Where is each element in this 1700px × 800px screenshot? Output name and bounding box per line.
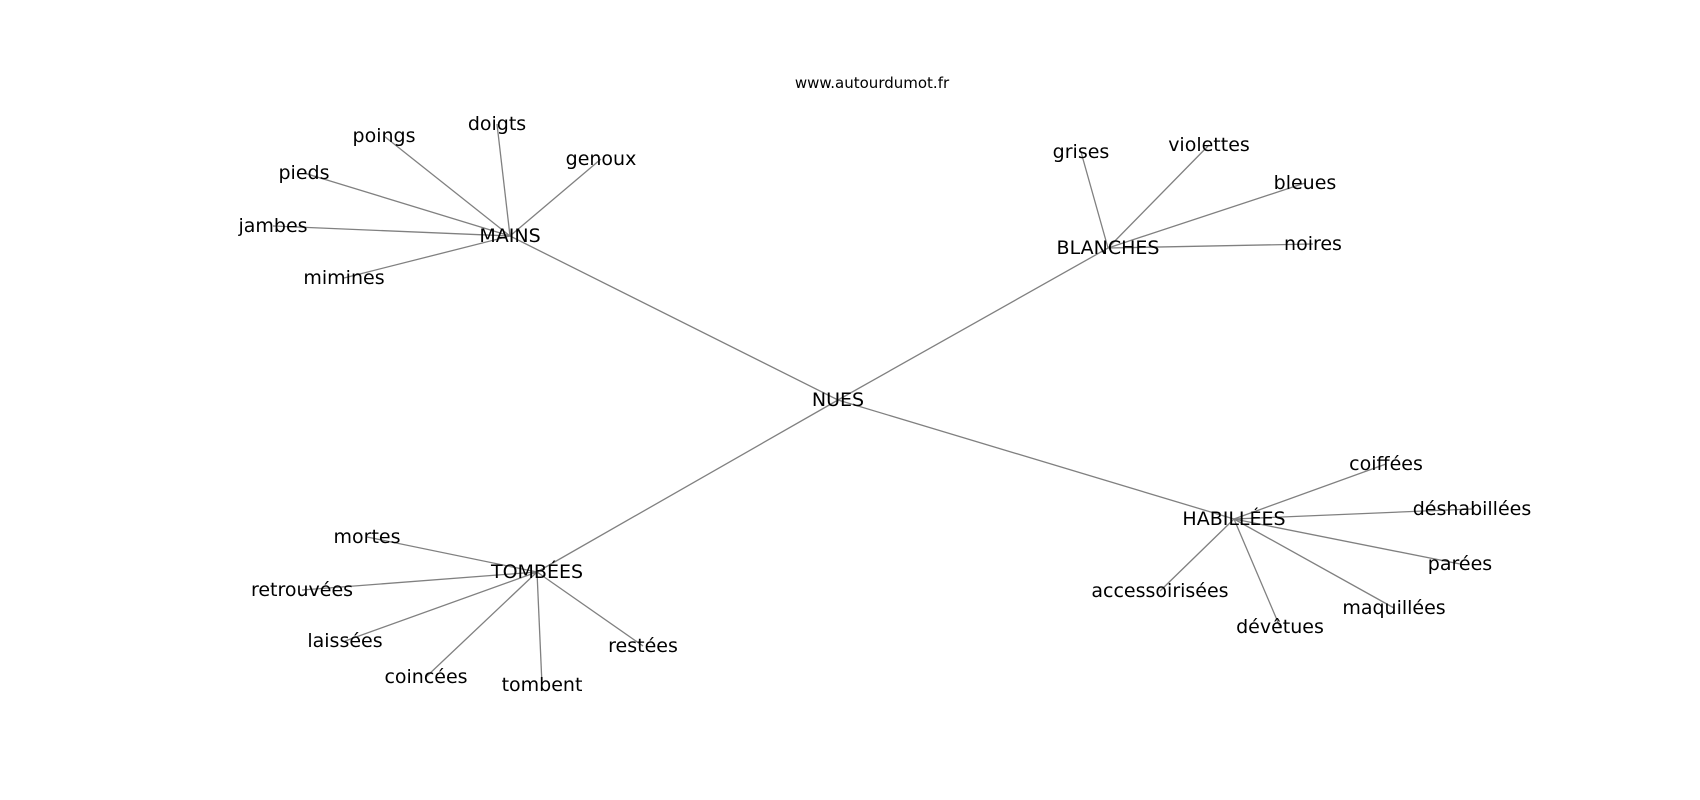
edge-hub-to-word	[536, 571, 644, 647]
edge-hub-to-word	[1159, 518, 1235, 592]
word-node[interactable]: doigts	[468, 113, 526, 135]
edge-hub-to-word	[303, 172, 511, 237]
edge-hub-to-word	[272, 225, 511, 237]
edge-hub-to-word	[1233, 518, 1395, 609]
word-node[interactable]: noires	[1284, 233, 1342, 255]
edge-hub-to-word	[1107, 144, 1210, 249]
hub-node[interactable]: MAINS	[479, 225, 540, 247]
word-node[interactable]: coincées	[384, 666, 467, 688]
word-node[interactable]: dévêtues	[1236, 616, 1324, 638]
edge-hub-to-word	[1080, 151, 1109, 249]
word-node[interactable]: restées	[608, 635, 678, 657]
edge-hub-to-word	[301, 571, 538, 591]
edge-hub-to-word	[366, 536, 538, 573]
edge-center-to-hub	[509, 235, 839, 401]
word-node[interactable]: pieds	[279, 162, 330, 184]
edge-hub-to-word	[1233, 518, 1281, 628]
edge-hub-to-word	[1233, 518, 1461, 565]
hub-node[interactable]: BLANCHES	[1057, 237, 1160, 259]
word-node[interactable]: tombent	[502, 674, 583, 696]
edge-hub-to-word	[344, 571, 538, 642]
edge-hub-to-word	[1233, 463, 1387, 520]
word-node[interactable]: violettes	[1168, 134, 1250, 156]
edge-hub-to-word	[1233, 508, 1473, 520]
edge-hub-to-word	[496, 123, 511, 237]
word-node[interactable]: genoux	[566, 148, 637, 170]
edge-hub-to-word	[425, 571, 538, 678]
word-node[interactable]: maquillées	[1342, 597, 1445, 619]
edge-hub-to-word	[509, 158, 602, 237]
edge-center-to-hub	[837, 399, 1235, 520]
edge-hub-to-word	[343, 235, 511, 279]
edge-hub-to-word	[383, 135, 511, 237]
site-url: www.autourdumot.fr	[795, 74, 950, 92]
hub-node[interactable]: HABILLÉES	[1182, 507, 1285, 530]
word-node[interactable]: déshabillées	[1413, 498, 1532, 520]
word-node[interactable]: mortes	[334, 526, 401, 548]
word-node[interactable]: parées	[1428, 553, 1492, 575]
word-node[interactable]: mimines	[303, 267, 384, 289]
edge-center-to-hub	[837, 247, 1109, 401]
word-node[interactable]: laissées	[307, 630, 382, 652]
center-node[interactable]: NUES	[812, 389, 864, 411]
edge-hub-to-word	[1107, 182, 1306, 249]
word-node[interactable]: retrouvées	[251, 579, 353, 601]
word-node[interactable]: grises	[1053, 141, 1110, 163]
word-node[interactable]: bleues	[1274, 172, 1337, 194]
word-node[interactable]: coiffées	[1349, 453, 1423, 475]
graph-labels: NUES doigts poings genoux pieds jambes mimine…	[237, 113, 1531, 696]
word-node[interactable]: jambes	[237, 215, 307, 237]
edge-hub-to-word	[1107, 243, 1314, 249]
word-node[interactable]: accessoirisées	[1091, 580, 1228, 602]
word-node[interactable]: poings	[353, 125, 416, 147]
edge-center-to-hub	[536, 399, 839, 573]
edge-hub-to-word	[536, 571, 543, 686]
hub-node[interactable]: TOMBÉES	[490, 560, 583, 583]
graph-edges	[272, 123, 1473, 686]
